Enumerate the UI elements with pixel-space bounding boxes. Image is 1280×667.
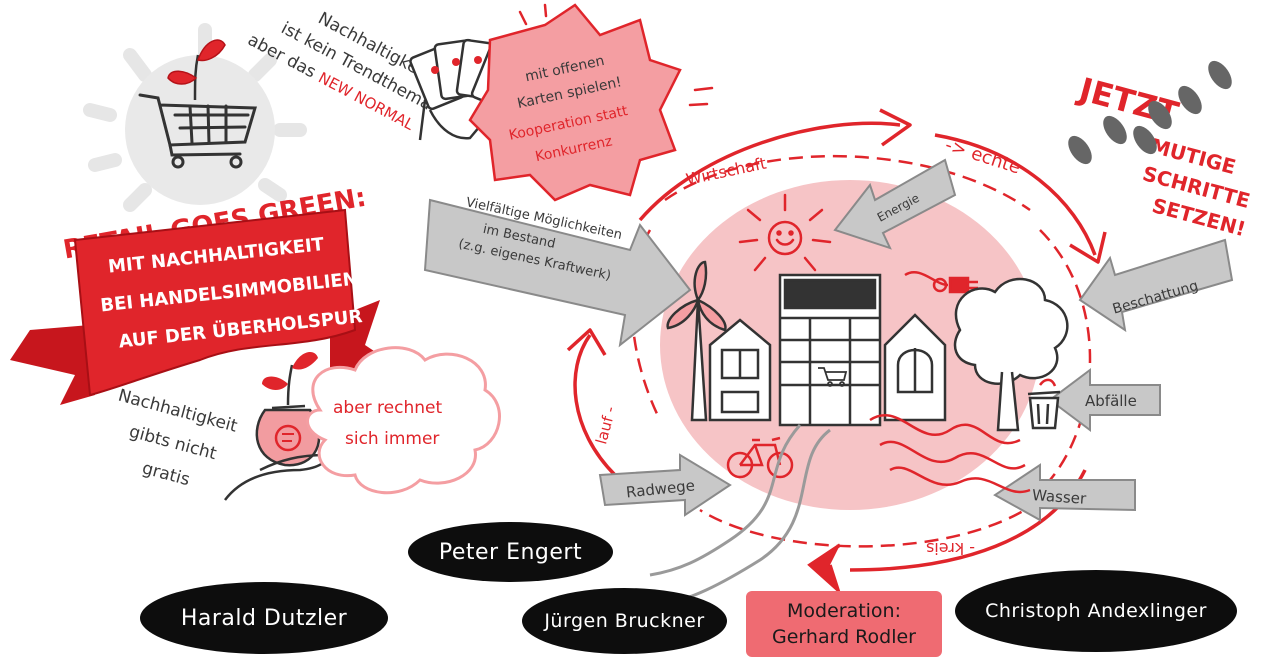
cost-note: Nachhaltigkeit gibts nicht gratis [116,386,240,491]
speaker-peter-engert: Peter Engert [408,522,613,582]
hand-icon [224,453,328,501]
speaker-name: Peter Engert [438,539,583,565]
abfaelle-label: Abfälle [1085,392,1137,410]
footprints-icon [1068,60,1232,165]
speaker-name: Christoph Andexlinger [985,600,1207,622]
cycle-kreis: - kreis [926,539,975,558]
grey-sun [125,55,275,205]
trash-bin-icon [1027,378,1061,430]
arrow-beschattung [1078,238,1234,333]
burst-callout: mit offenen Karten spielen! Kooperation … [468,3,714,202]
speaker-juergen-bruckner: Jürgen Bruckner [522,588,727,654]
sun-cart-illustration [83,23,307,212]
cloud-callout: aber rechnet sich immer [306,346,501,495]
cloud-line-2: sich immer [345,429,439,449]
banner-left-tail [10,325,95,405]
bicycle-icon [726,436,794,479]
burst-rays [518,3,714,107]
banner-body [73,208,357,397]
sun-icon [738,193,832,272]
moderation-box: Moderation: Gerhard Rodler [746,591,942,657]
sprout-icon [167,39,226,101]
arrow-energie [833,158,957,250]
shopping-cart-icon [138,93,257,169]
mini-cart-icon [818,367,848,387]
arrow-vielfaeltig [423,198,692,348]
tree-icon [953,277,1069,432]
arrow-wasser [993,463,1136,522]
jetzt-note: JETZT MUTIGE SCHRITTE SETZEN! [1073,70,1252,242]
euro-icon [274,424,302,452]
plug-icon [904,271,978,294]
grey-sun-rays [83,23,307,212]
speaker-harald-dutzler: Harald Dutzler [140,582,388,654]
cloud-line-1: aber rechnet [333,398,442,418]
wind-turbine-icon [666,260,727,422]
cost-line-3: gratis [140,458,192,490]
money-bag-illustration [224,352,328,501]
cycle-echte: -> echte [942,135,1022,179]
arrow-abfaelle [1048,368,1161,432]
moderation-name: Gerhard Rodler [772,626,916,648]
moderation-label: Moderation: [786,600,902,622]
water-waves [869,413,1031,494]
buildings-illustration [708,273,947,427]
cycle-lauf: lauf - [592,404,619,446]
speaker-christoph-andexlinger: Christoph Andexlinger [955,570,1237,652]
arrow-radwege [598,453,732,517]
speaker-name: Jürgen Bruckner [544,610,705,632]
speaker-name: Harald Dutzler [180,605,348,631]
grey-arrows: Vielfältige Möglichkeiten im Bestand (z.… [423,158,1234,522]
wasser-label: Wasser [1032,486,1088,508]
